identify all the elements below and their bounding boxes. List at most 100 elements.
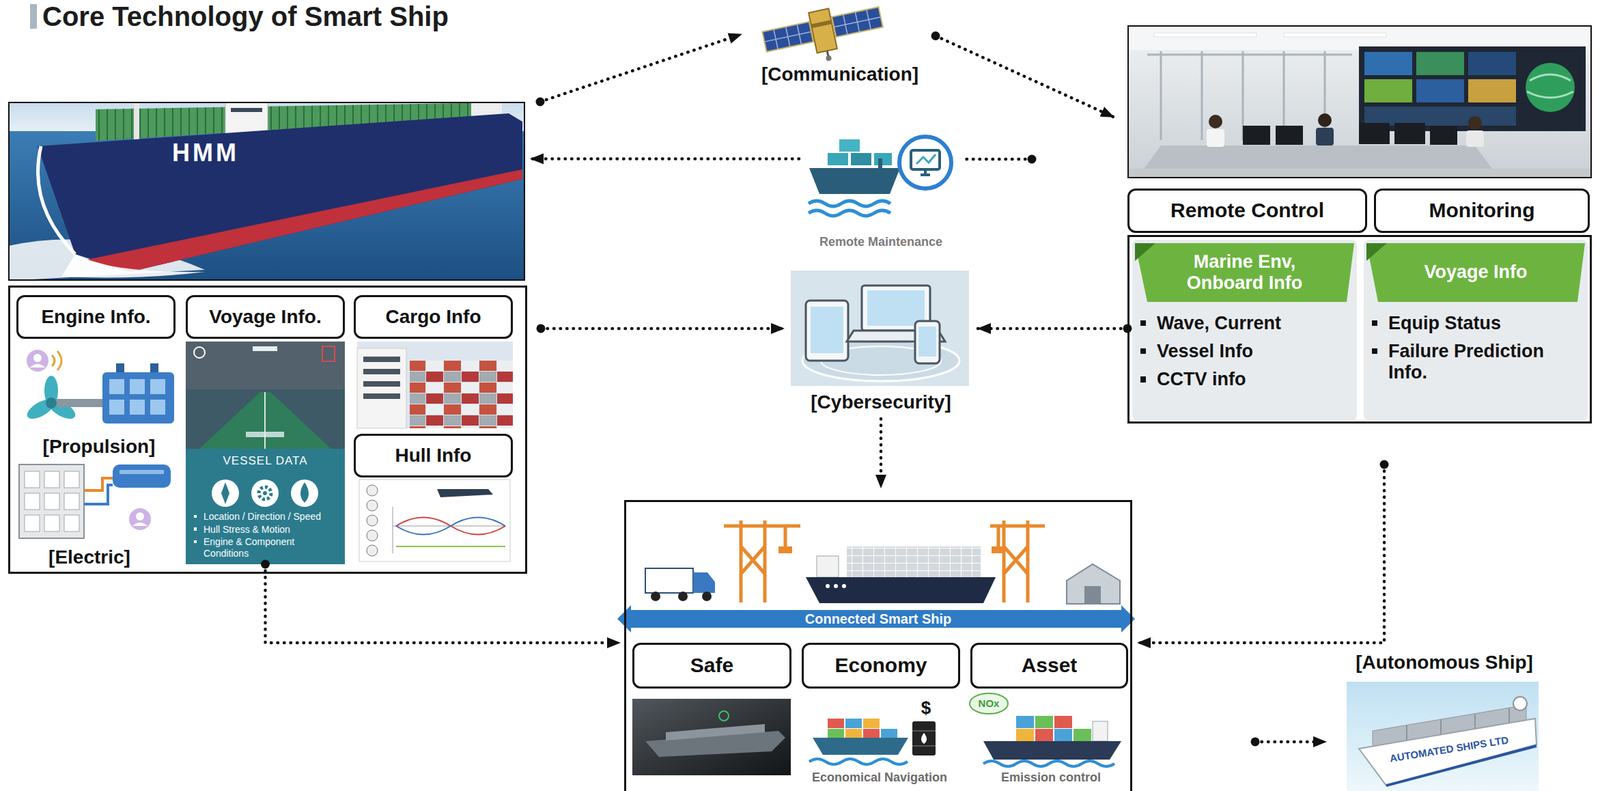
control-room-photo-part xyxy=(1206,129,1225,147)
header-box: Voyage Info. xyxy=(185,295,345,339)
hull-chart-part xyxy=(359,479,511,562)
dotted-connector xyxy=(962,157,1032,162)
logistics-illustration-part xyxy=(702,591,712,601)
vessel-data-ground-part xyxy=(251,479,279,507)
satellite-icon-part xyxy=(808,8,838,54)
logistics-illustration-part xyxy=(816,555,839,578)
control-room-photo-part xyxy=(1315,127,1334,146)
bullet-text: Equip Status xyxy=(1363,312,1588,334)
info-panel: Engine Info.Voyage Info.Cargo InfoHull I… xyxy=(8,285,528,574)
vessel-data-ground-part xyxy=(185,448,345,565)
vessel-data-ground xyxy=(185,448,345,565)
control-room-photo-part xyxy=(1394,122,1426,145)
hull-chart-part xyxy=(366,529,378,541)
title-bar xyxy=(30,4,37,29)
outcome-panel: Connected Smart ShipSafeEconomyAsset xyxy=(624,499,1133,791)
bullet-text: Location / Direction / Speed xyxy=(189,510,341,523)
cargo-photo-part xyxy=(363,381,401,387)
electric-illustration-part xyxy=(24,514,40,532)
propulsion-illustration-part xyxy=(102,372,175,424)
control-room-photo-part xyxy=(1364,51,1413,76)
asset-illustration-part xyxy=(1073,728,1092,741)
asset-illustration xyxy=(969,693,1122,767)
satellite-node: [Communication] xyxy=(744,0,936,86)
bridge-view-photo-part xyxy=(322,346,335,362)
economy-illustration-part xyxy=(921,732,927,744)
cargo-photo-part xyxy=(363,368,401,375)
page-title: Core Technology of Smart Ship xyxy=(42,1,449,33)
bridge-view-photo-part xyxy=(185,389,345,449)
control-room-photo-part xyxy=(1358,46,1586,132)
propulsion-illustration-part xyxy=(33,353,42,362)
maintenance-icon xyxy=(808,136,952,216)
control-room-photo-part xyxy=(1364,79,1413,103)
hull-chart-part xyxy=(366,484,378,496)
container-ship-photo-part xyxy=(37,113,523,272)
vessel-data-ground-part xyxy=(211,479,240,507)
maintenance-icon-part xyxy=(910,150,940,170)
bullet-text: Failure Prediction Info. xyxy=(1363,340,1588,384)
control-room-photo-part xyxy=(1127,25,1592,179)
propulsion-illustration-part xyxy=(129,399,145,415)
photo-frame: HMM xyxy=(8,101,526,281)
control-room-photo-part xyxy=(1242,125,1271,145)
vessel-data-ground-part xyxy=(262,490,268,496)
cargo-photo xyxy=(357,341,513,429)
electric-illustration xyxy=(19,464,171,539)
symbol-label: NOx xyxy=(978,697,1000,709)
cybersecurity-icon xyxy=(790,270,970,386)
banner-band: Connected Smart Ship xyxy=(635,607,1122,631)
logistics-illustration-part xyxy=(778,546,793,554)
propulsion-illustration-part xyxy=(129,379,145,395)
control-room-photo-part xyxy=(1317,113,1332,128)
bridge-view-photo-part xyxy=(193,346,205,358)
cybersecurity-icon-part xyxy=(790,270,970,386)
bridge-view-photo xyxy=(185,341,345,449)
tab-heading: Voyage Info xyxy=(1390,243,1562,302)
bridge-view-photo-part xyxy=(245,431,285,438)
control-room-photo-part xyxy=(1358,122,1390,145)
bullet-text: Wave, Current xyxy=(1132,312,1357,334)
economy-illustration-part xyxy=(880,728,898,738)
hull-chart-part xyxy=(366,499,378,511)
asset-illustration-part xyxy=(1016,715,1034,728)
asset-illustration-part xyxy=(983,760,1115,767)
header-box: Asset xyxy=(970,642,1129,689)
asset-illustration-part xyxy=(1016,728,1034,741)
dotted-connector xyxy=(935,36,1114,118)
bridge-view-photo-part xyxy=(185,341,345,391)
bridge-view-photo-part xyxy=(264,391,266,449)
propulsion-illustration xyxy=(23,349,175,424)
dotted-connector xyxy=(265,564,621,643)
safe-illustration-part xyxy=(632,698,791,776)
control-room-photo-part xyxy=(1468,79,1517,103)
satellite-icon-part xyxy=(831,6,883,37)
cybersecurity-icon-part xyxy=(918,326,937,357)
maintenance-icon-part xyxy=(899,136,952,189)
container-ship-photo-part xyxy=(38,146,76,255)
autonomous-ship-illustration-part xyxy=(1358,718,1537,786)
dotted-connector xyxy=(530,157,799,161)
economy-illustration-part xyxy=(809,758,908,765)
container-ship-photo-part xyxy=(133,102,140,141)
logistics-illustration xyxy=(617,520,1135,633)
info-column-ground xyxy=(1132,239,1588,421)
propulsion-illustration-part xyxy=(56,398,103,407)
propulsion-illustration-part xyxy=(30,363,46,368)
header-text: Hull Info xyxy=(395,444,472,467)
logistics-illustration-part xyxy=(1084,585,1101,604)
container-ship-photo xyxy=(8,101,526,281)
electric-illustration-part xyxy=(119,469,164,474)
tab-heading: Marine Env, Onboard Info xyxy=(1159,243,1331,302)
economy-illustration-part xyxy=(812,737,909,755)
economy-illustration-part xyxy=(863,718,880,728)
dotted-connector xyxy=(1255,740,1327,744)
autonomous-ship-illustration xyxy=(1346,681,1539,791)
logistics-illustration-part xyxy=(1066,564,1120,604)
header-box: Hull Info xyxy=(353,433,513,478)
electric-illustration-part xyxy=(44,471,60,488)
logistics-illustration-part xyxy=(693,572,715,593)
asset-illustration-part xyxy=(969,693,1008,714)
propulsion-illustration-part xyxy=(116,363,125,373)
